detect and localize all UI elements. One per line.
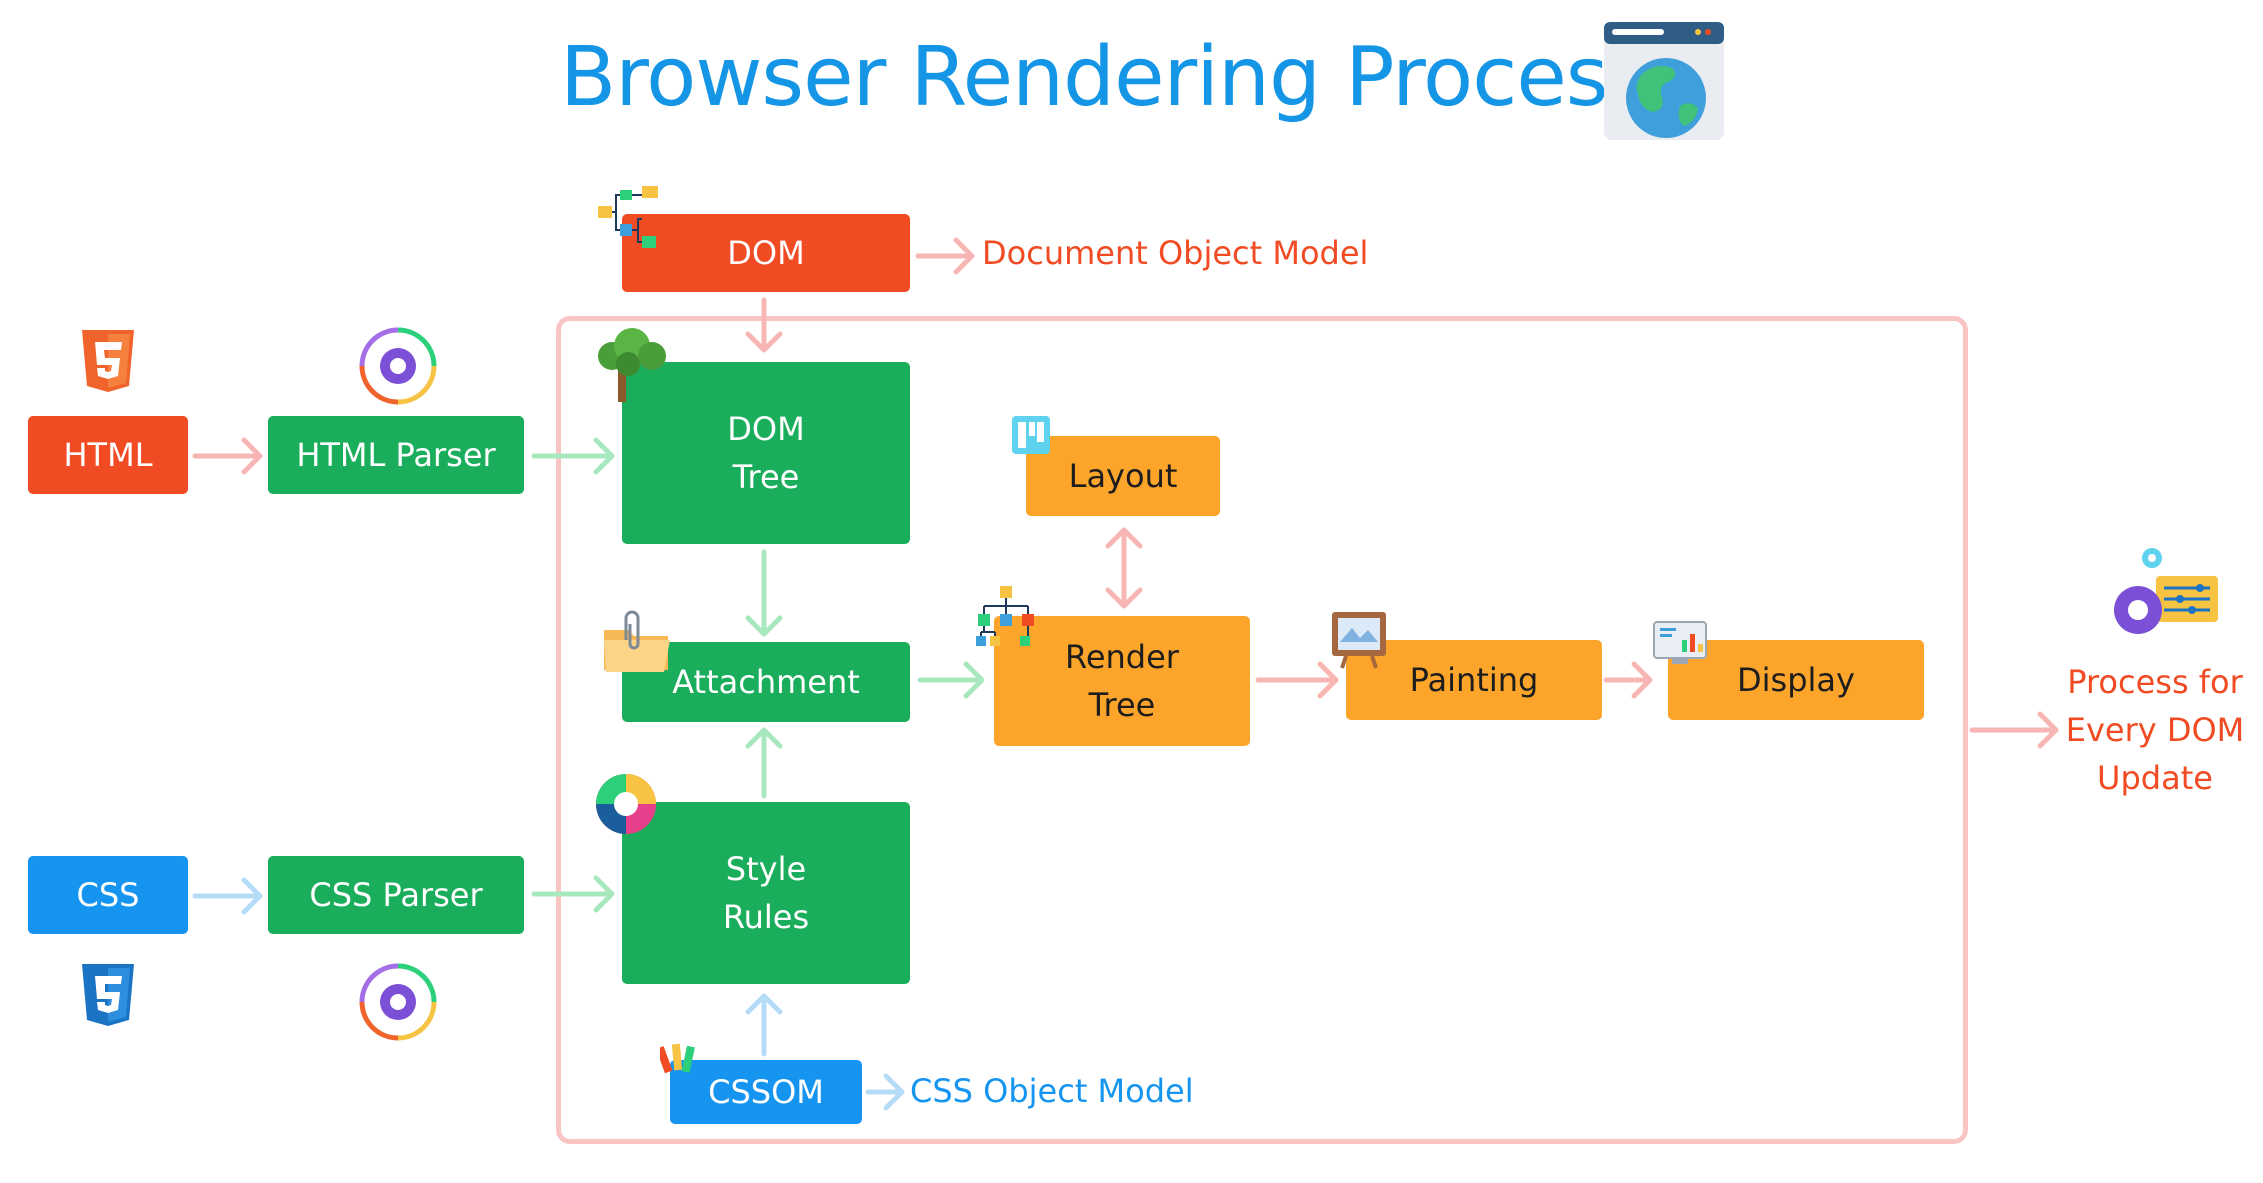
- cssom-note: CSS Object Model: [910, 1072, 1194, 1110]
- settings-gears-icon: [2114, 548, 2218, 634]
- cssom-label: CSSOM: [708, 1073, 824, 1111]
- html-parser-box: HTML Parser: [268, 416, 524, 494]
- css-parser-box: CSS Parser: [268, 856, 524, 934]
- html-box: HTML: [28, 416, 188, 494]
- process-note-line3: Update: [2097, 759, 2213, 797]
- attachment-box: Attachment: [622, 642, 910, 722]
- paperclip-folder-icon: [604, 610, 670, 672]
- page-title: Browser Rendering Process: [560, 30, 1650, 125]
- html-parser-label: HTML Parser: [296, 436, 496, 474]
- style-rules-label-line1: Style: [725, 850, 807, 888]
- browser-globe-icon: [1604, 22, 1724, 140]
- render-tree-label-line1: Render: [1065, 638, 1179, 676]
- display-box: Display: [1668, 640, 1924, 720]
- process-note: Process for Every DOM Update: [2050, 658, 2260, 802]
- color-wheel-icon: [596, 774, 656, 834]
- render-tree-label-line2: Tree: [1088, 686, 1156, 724]
- dom-tree-label-line2: Tree: [732, 458, 800, 496]
- dom-note: Document Object Model: [982, 234, 1369, 272]
- rendering-engine-frame: [556, 316, 1968, 1144]
- css-box-label: CSS: [76, 876, 140, 914]
- attachment-label: Attachment: [672, 663, 860, 701]
- css-box: CSS: [28, 856, 188, 934]
- layout-box: Layout: [1026, 436, 1220, 516]
- layout-grid-icon: [1012, 416, 1050, 454]
- hierarchy-icon: [976, 586, 1034, 646]
- style-rules-label-line2: Rules: [722, 898, 810, 936]
- display-monitor-icon: [1653, 621, 1707, 664]
- process-note-line2: Every DOM: [2065, 711, 2245, 749]
- palette-swatch-icon: [660, 1043, 695, 1074]
- html-box-label: HTML: [63, 436, 153, 474]
- painting-easel-icon: [1332, 612, 1386, 669]
- tree-icon: [598, 328, 666, 402]
- process-note-line1: Process for: [2067, 663, 2243, 701]
- dom-structure-icon: [598, 186, 658, 248]
- css-parser-label: CSS Parser: [309, 876, 483, 914]
- dom-tree-label-line1: DOM: [727, 410, 805, 448]
- parser-gear-icon: [359, 327, 437, 405]
- display-label: Display: [1737, 661, 1855, 699]
- layout-label: Layout: [1068, 457, 1178, 495]
- painting-label: Painting: [1409, 661, 1539, 699]
- dom-box-label: DOM: [727, 234, 805, 272]
- css3-icon: [82, 964, 134, 1026]
- html5-icon: [82, 330, 134, 392]
- painting-box: Painting: [1346, 640, 1602, 720]
- dom-box: DOM: [622, 214, 910, 292]
- dom-tree-box: DOM Tree: [622, 362, 910, 544]
- cssom-box: CSSOM: [670, 1060, 862, 1124]
- parser-gear-icon: [359, 963, 437, 1041]
